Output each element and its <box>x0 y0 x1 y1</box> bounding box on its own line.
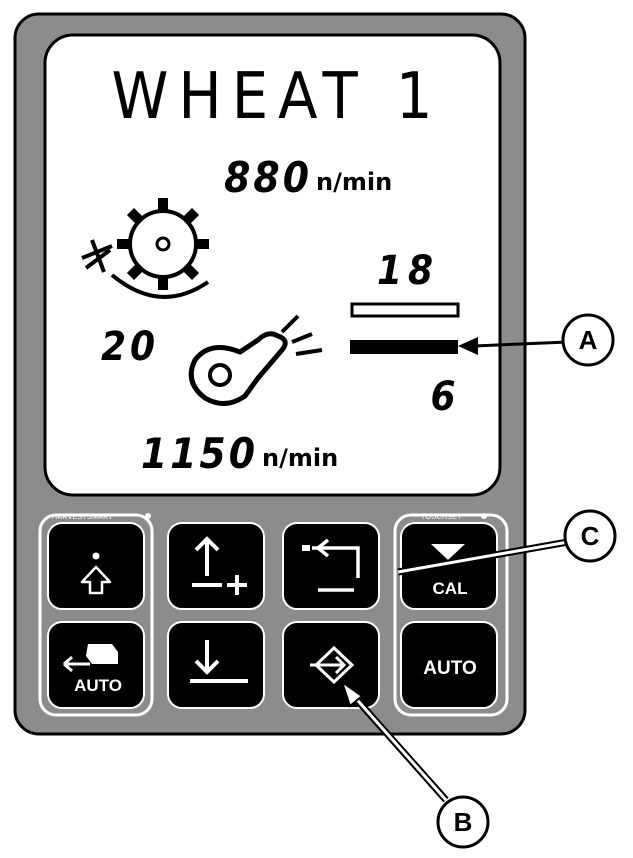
increase-key[interactable] <box>167 522 265 610</box>
return-key[interactable] <box>282 522 380 610</box>
calibrate-triangle-icon <box>431 544 465 560</box>
sieve-bars: 18 6 <box>350 248 460 420</box>
sieve-lower-value: 6 <box>430 374 455 420</box>
fan-speed-value: 1150 <box>141 429 258 478</box>
touchset-key-group <box>393 513 509 717</box>
crop-name-readout: WHEAT 1 <box>111 60 442 134</box>
callout-c: C <box>397 509 617 576</box>
callout-c-label: C <box>581 521 600 551</box>
lower-sieve-bar <box>350 340 458 354</box>
callout-b: B <box>340 679 490 849</box>
upper-sieve-bar <box>350 302 460 318</box>
harvestsmart-key-group <box>38 513 154 717</box>
rotor-speed-value: 880 <box>224 153 312 202</box>
harvestsmart-auto-key[interactable]: AUTO <box>47 621 145 709</box>
fan-speed-unit: n/min <box>262 444 338 472</box>
enter-key[interactable] <box>282 621 380 709</box>
enter-diamond-icon <box>310 645 355 685</box>
rotor-concave-icon <box>81 198 210 299</box>
concave-value: 20 <box>101 324 159 370</box>
return-arrow-icon <box>302 538 360 592</box>
fan-icon <box>188 314 323 406</box>
decrease-key[interactable] <box>167 621 265 709</box>
auto-key[interactable]: AUTO <box>400 621 498 709</box>
callout-a: A <box>458 313 615 367</box>
shift-arrow-icon <box>80 565 112 595</box>
touchset-label: TOUCHSET <box>421 514 462 521</box>
arrow-up-plus-icon <box>192 536 247 595</box>
harvestsmart-key[interactable] <box>47 522 145 610</box>
harvestsmart-indicator <box>145 513 151 519</box>
harvestsmart-label: HARVESTSMART <box>52 514 113 521</box>
display-screen: WHEAT 1 880 n/min <box>43 33 502 497</box>
cal-label: CAL <box>433 579 468 598</box>
arrow-down-minus-icon <box>190 640 248 683</box>
callout-a-label: A <box>579 325 598 355</box>
harvestsmart-auto-label: AUTO <box>74 676 122 695</box>
sieve-upper-value: 18 <box>377 248 439 294</box>
auto-label: AUTO <box>423 658 476 679</box>
combine-icon <box>86 644 118 664</box>
callout-b-label: B <box>454 807 473 837</box>
touchset-indicator <box>481 513 487 519</box>
rotor-speed-unit: n/min <box>316 168 392 196</box>
